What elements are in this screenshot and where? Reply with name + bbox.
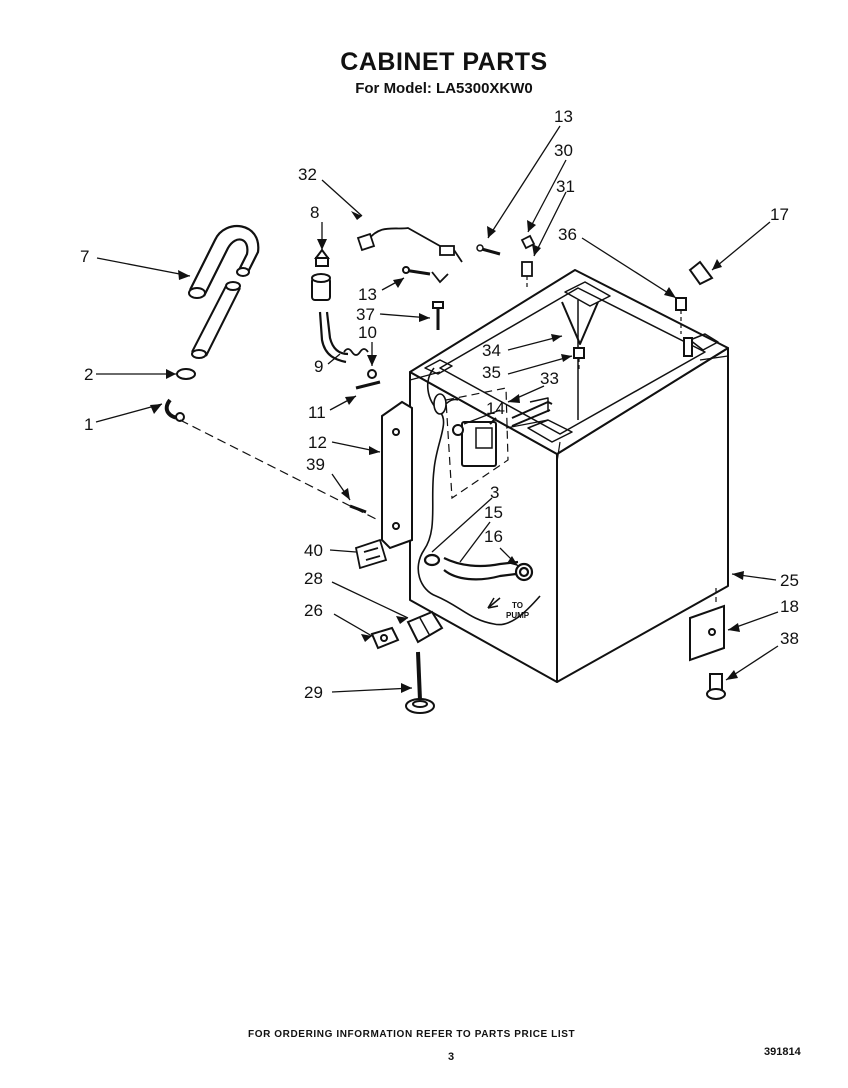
to-pump-label-line1: TO: [512, 601, 523, 610]
part-36: [675, 297, 693, 357]
bracket-12: [381, 400, 413, 550]
callout-29: 29: [304, 683, 323, 702]
screw-13-top: [476, 244, 501, 256]
drain-hose-15-16: [423, 553, 534, 582]
parts-30-31: [520, 234, 536, 290]
bracket-26: [370, 626, 400, 650]
callout-18: 18: [780, 597, 799, 616]
switch-box-outline: [445, 387, 509, 500]
callout-28: 28: [304, 569, 323, 588]
callout-7: 7: [80, 247, 89, 266]
cabinet-25: [409, 269, 729, 683]
wire-harness-32: [356, 227, 463, 284]
leg-bracket-28: [406, 610, 444, 644]
callout-34: 34: [482, 341, 501, 360]
callout-labels: 7 2 1 8 32 13 37 10 9 11 12 39 40 28 26 …: [80, 107, 799, 702]
callout-3: 3: [490, 483, 499, 502]
side-wiring: [417, 367, 541, 626]
callout-40: 40: [304, 541, 323, 560]
callout-8: 8: [310, 203, 319, 222]
page-number: 3: [448, 1051, 455, 1063]
callout-11: 11: [308, 403, 326, 422]
callout-1: 1: [84, 415, 93, 434]
ordering-note: FOR ORDERING INFORMATION REFER TO PARTS …: [248, 1029, 576, 1040]
leveling-leg-38: [706, 673, 726, 700]
callout-15: 15: [484, 503, 503, 522]
clip-17: [688, 260, 714, 286]
fill-hose-assembly: [164, 224, 379, 521]
callout-2: 2: [84, 365, 93, 384]
leveling-leg-29: [405, 651, 435, 714]
callout-33: 33: [540, 369, 559, 388]
callout-38: 38: [780, 629, 799, 648]
callout-13a: 13: [358, 285, 377, 304]
hose-33: [511, 400, 553, 427]
callout-26: 26: [304, 601, 323, 620]
callout-35: 35: [482, 363, 501, 382]
page-title: CABINET PARTS: [340, 48, 548, 76]
callout-37: 37: [356, 305, 375, 324]
callout-17: 17: [770, 205, 789, 224]
to-pump-label-line2: PUMP: [506, 611, 530, 620]
pump-arrow: [487, 597, 501, 609]
plate-18: [689, 588, 725, 662]
clip-40: [354, 538, 388, 570]
callout-16: 16: [484, 527, 503, 546]
callout-10: 10: [358, 323, 377, 342]
callout-25: 25: [780, 571, 799, 590]
pressure-switch-14: [452, 417, 497, 467]
callout-14: 14: [486, 399, 505, 418]
callout-9: 9: [314, 357, 323, 376]
callout-13b: 13: [554, 107, 573, 126]
callout-31: 31: [556, 177, 575, 196]
leader-arrowheads: [150, 211, 744, 693]
part-35: [573, 347, 585, 372]
callout-12: 12: [308, 433, 327, 452]
callout-30: 30: [554, 141, 573, 160]
inlet-hose-parts: [311, 248, 444, 390]
document-number: 391814: [764, 1046, 801, 1058]
callout-32: 32: [298, 165, 317, 184]
screw-39: [349, 504, 367, 514]
model-subtitle: For Model: LA5300XKW0: [355, 80, 533, 97]
callout-39: 39: [306, 455, 325, 474]
callout-36: 36: [558, 225, 577, 244]
